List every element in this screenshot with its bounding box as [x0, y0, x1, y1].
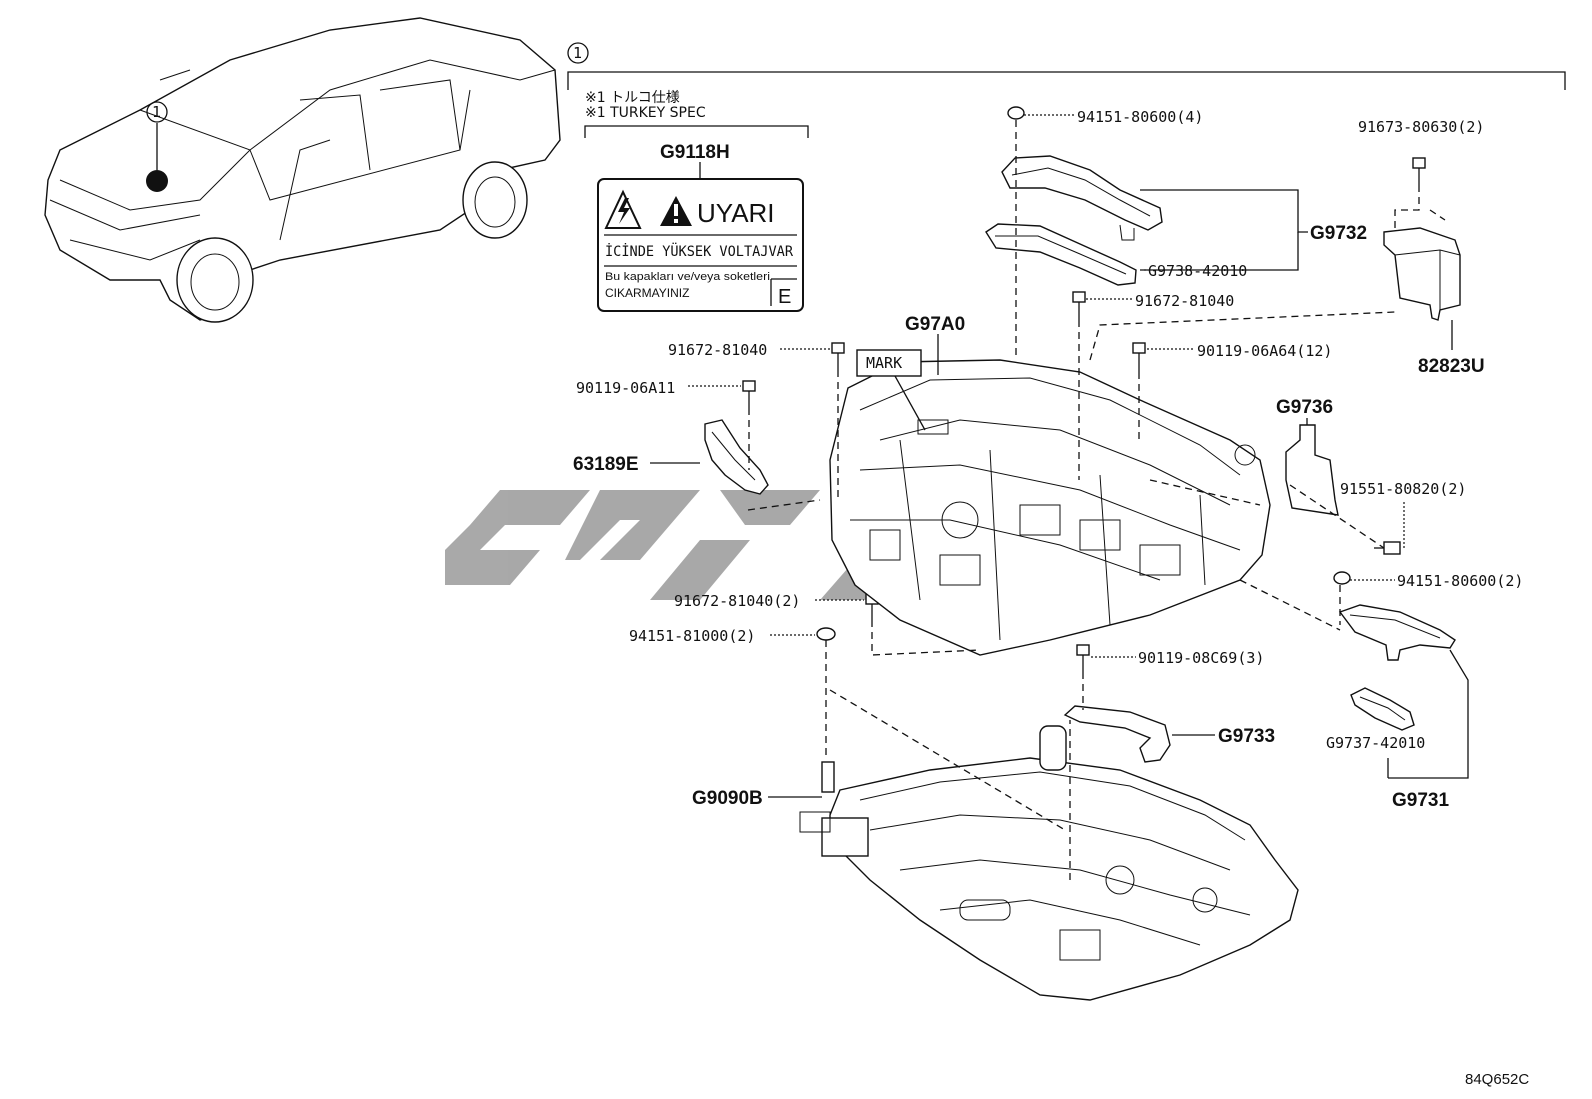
label-90119-08C69-3: 90119-08C69(3) — [1138, 649, 1264, 667]
warning-line-3: CIKARMAYINIZ — [605, 286, 689, 300]
lower-gasket — [1338, 604, 1469, 779]
gasket-G9733 — [1063, 705, 1215, 763]
label-G9736: G9736 — [1276, 397, 1333, 418]
assembly-bracket: 1 — [567, 42, 1566, 138]
warning-title: UYARI — [697, 198, 775, 228]
leader-lines — [688, 114, 1405, 658]
lower-case-G9090B — [768, 725, 1299, 1001]
callout-number-car: 1 — [152, 103, 161, 121]
upper-cover-gasket — [985, 155, 1308, 286]
callout-number-assembly: 1 — [573, 44, 582, 62]
label-G9738-42010: G9738-42010 — [1148, 262, 1247, 280]
inverter-main-body: MARK — [829, 334, 1271, 656]
label-63189E: 63189E — [573, 454, 639, 475]
label-G97A0: G97A0 — [905, 314, 965, 335]
label-G9732: G9732 — [1310, 223, 1367, 244]
relay-82823U — [1383, 227, 1461, 350]
label-90119-06A64-12: 90119-06A64(12) — [1197, 342, 1332, 360]
diagram-code: 84Q652C — [1465, 1071, 1530, 1088]
label-94151-80600-2: 94151-80600(2) — [1397, 572, 1523, 590]
label-94151-81000-2: 94151-81000(2) — [629, 627, 755, 645]
spec-note-jp: ※1 トルコ仕様 — [585, 90, 680, 106]
label-82823U: 82823U — [1418, 356, 1485, 377]
label-G9733: G9733 — [1218, 726, 1275, 747]
label-91673-80630-2: 91673-80630(2) — [1358, 118, 1484, 136]
label-91672-81040-2: 91672-81040(2) — [674, 592, 800, 610]
warning-line-2: Bu kapakları ve/veya soketleri — [605, 271, 770, 283]
label-G9118H: G9118H — [660, 142, 730, 163]
label-91672-81040-left: 91672-81040 — [668, 341, 767, 359]
assembly-lines — [747, 120, 1446, 880]
label-91672-81040-top: 91672-81040 — [1135, 292, 1234, 310]
label-G9090B: G9090B — [692, 788, 763, 809]
vehicle-illustration: 1 — [44, 17, 561, 323]
warning-label: UYARI İCİNDE YÜKSEK VOLTAJVAR Bu kapakla… — [597, 162, 804, 312]
bracket-63189E — [650, 419, 769, 495]
spec-note-en: ※1 TURKEY SPEC — [585, 105, 706, 121]
warning-line-1: İCİNDE YÜKSEK VOLTAJVAR — [605, 242, 794, 260]
plate-G9736 — [1285, 418, 1339, 516]
part-labels: 94151-80600(4) 91673-80630(2) G9732 G973… — [573, 108, 1523, 811]
label-94151-80600-4: 94151-80600(4) — [1077, 108, 1203, 126]
label-91551-80820-2: 91551-80820(2) — [1340, 480, 1466, 498]
mark-label: MARK — [866, 354, 902, 372]
label-90119-06A11: 90119-06A11 — [576, 379, 675, 397]
warning-letter: E — [778, 286, 791, 308]
label-G9731: G9731 — [1392, 790, 1449, 811]
label-G9737-42010: G9737-42010 — [1326, 734, 1425, 752]
